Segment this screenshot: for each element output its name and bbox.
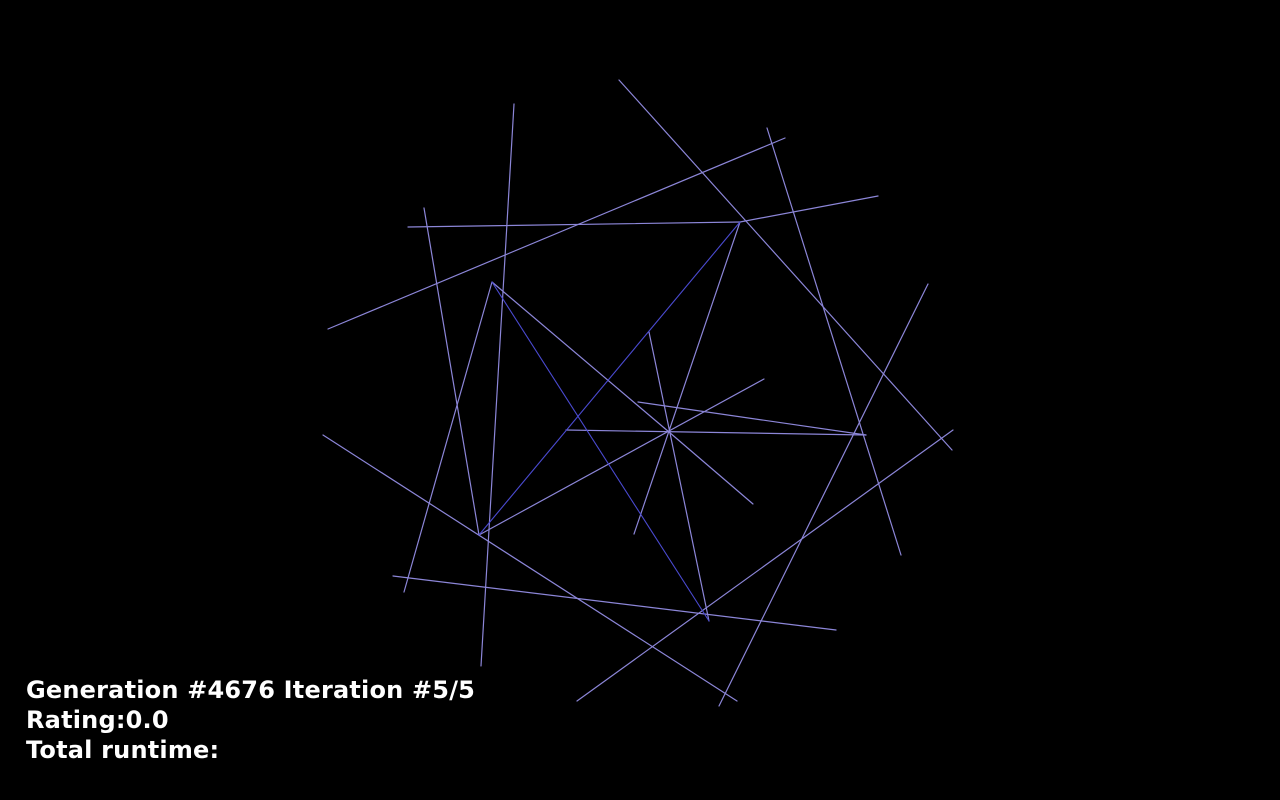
generation-iteration-text: Generation #4676 Iteration #5/5 [26,676,476,704]
structure-line [480,103,515,667]
hud-overlay: Generation #4676 Iteration #5/5 Rating:0… [26,675,475,765]
structure-line [478,378,765,536]
structure-line [407,221,741,228]
total-runtime-text: Total runtime: [26,736,220,764]
structure-line [565,429,867,436]
structure-line [766,127,902,556]
structure-line [491,281,710,622]
structure-line [718,283,929,707]
structure-line [491,281,670,433]
rating-text: Rating:0.0 [26,706,169,734]
structure-line [478,221,741,536]
structure-line [327,137,786,330]
structure-line [322,434,738,702]
structure-line [739,195,879,223]
structure-line [576,429,954,702]
structure-line [618,79,953,451]
structure-line [392,575,837,631]
structure-line [648,331,710,622]
structure-line [423,207,480,536]
structure-line [637,401,867,436]
structure-line [668,431,754,505]
structure-line [403,281,493,593]
structure-line [633,221,741,535]
